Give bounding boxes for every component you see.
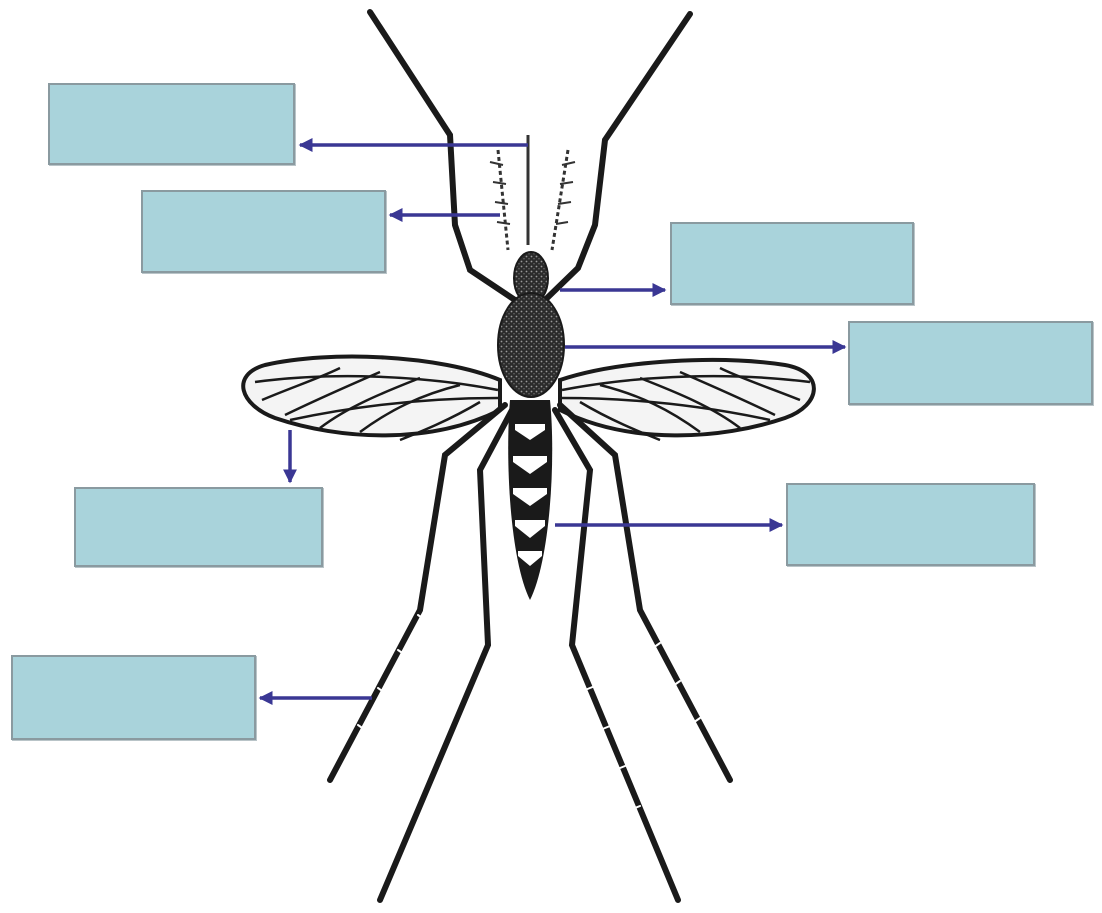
antennae <box>490 135 575 250</box>
label-box-top-left-2[interactable] <box>141 190 386 273</box>
abdomen <box>508 400 552 600</box>
thorax <box>498 293 564 397</box>
label-box-bottom-left[interactable] <box>11 655 256 740</box>
right-wing <box>560 360 814 440</box>
label-box-right-2[interactable] <box>848 321 1093 405</box>
left-wing <box>243 357 500 440</box>
label-box-top-left-1[interactable] <box>48 83 295 165</box>
label-box-right-1[interactable] <box>670 222 914 305</box>
label-box-right-abdomen[interactable] <box>786 483 1035 566</box>
label-box-left-wing[interactable] <box>74 487 323 567</box>
